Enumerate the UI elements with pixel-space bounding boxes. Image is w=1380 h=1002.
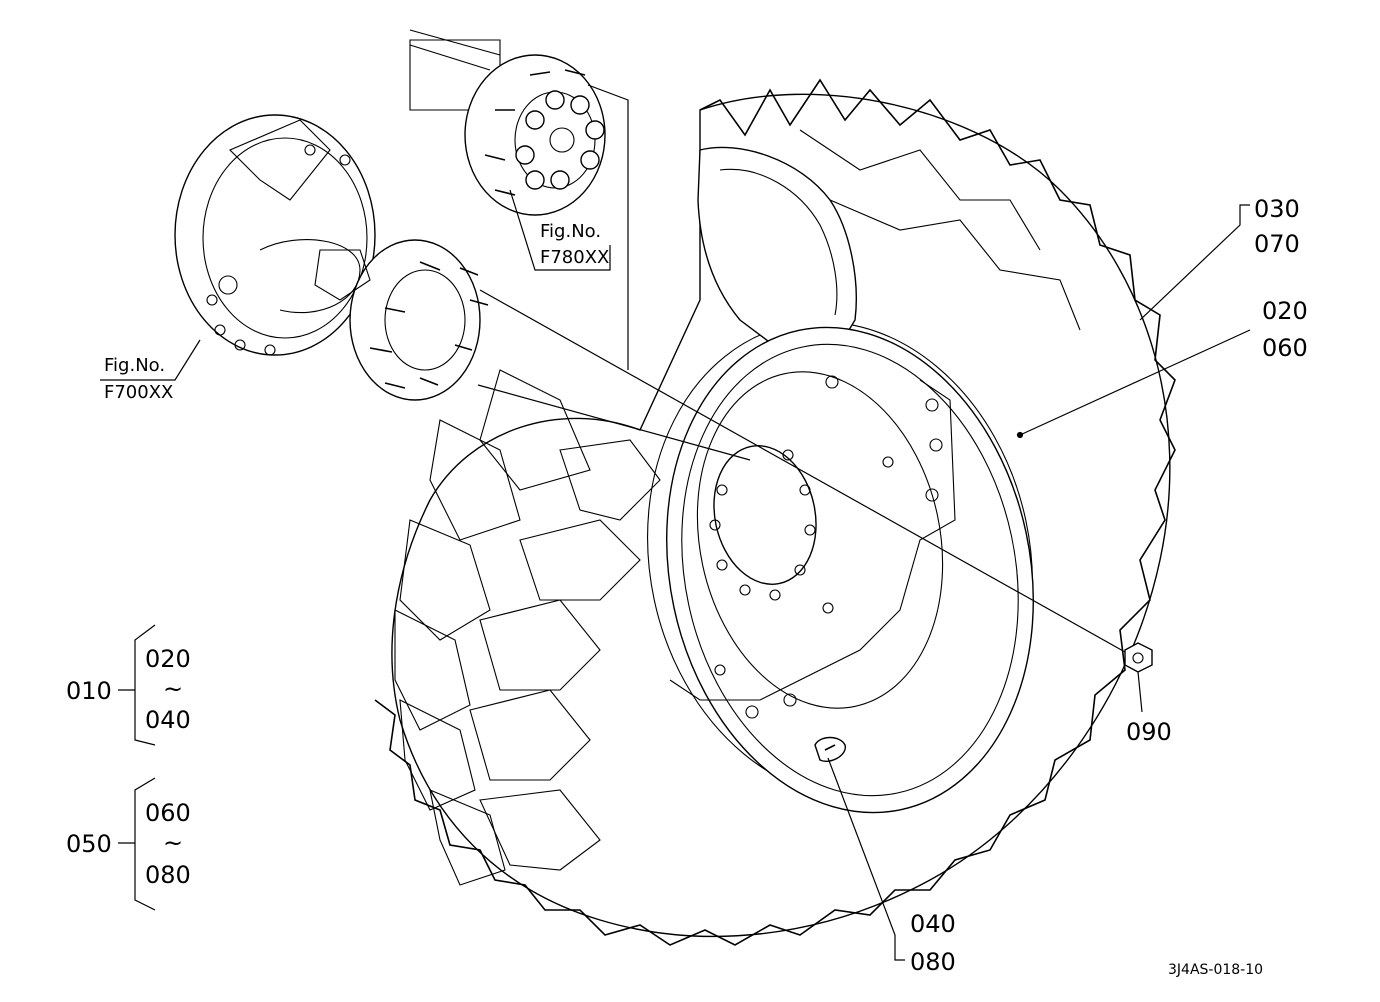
fig-ref-axle-number: F780XX (540, 247, 609, 268)
callout-030: 030 (1254, 195, 1300, 223)
callout-080: 080 (910, 948, 956, 976)
callout-090: 090 (1126, 718, 1172, 746)
valve-stem (814, 736, 846, 762)
leader-lines (100, 84, 1251, 961)
callout-070: 070 (1254, 230, 1300, 258)
wheel-nut (1124, 642, 1153, 673)
assembly-group-010: 010 020 ~ 040 (66, 645, 191, 734)
figure-references: Fig.No. F780XX Fig.No. F700XX (104, 221, 609, 403)
assembly-tilde: ~ (163, 829, 183, 857)
fig-ref-axle-label: Fig.No. (540, 221, 601, 242)
assembly-group-050: 050 060 ~ 080 (66, 799, 191, 889)
final-drive-housing (174, 114, 489, 401)
assembly-to: 080 (145, 861, 191, 889)
callout-020: 020 (1262, 297, 1308, 325)
assembly-id: 050 (66, 830, 112, 858)
fig-ref-drive-number: F700XX (104, 382, 173, 403)
callout-labels: 030 070 020 060 090 040 080 (910, 195, 1308, 976)
rim-bolt-holes (709, 449, 816, 601)
axle-hub (409, 29, 606, 216)
assembly-id: 010 (66, 677, 112, 705)
drawing-code: 3J4AS-018-10 (1168, 962, 1263, 978)
assembly-from: 060 (145, 799, 191, 827)
assembly-to: 040 (145, 706, 191, 734)
callout-040: 040 (910, 910, 956, 938)
assembly-tilde: ~ (163, 675, 183, 703)
callout-060: 060 (1262, 334, 1308, 362)
fig-ref-drive-label: Fig.No. (104, 355, 165, 376)
rim-wheel-disc (666, 326, 1034, 814)
assembly-from: 020 (145, 645, 191, 673)
